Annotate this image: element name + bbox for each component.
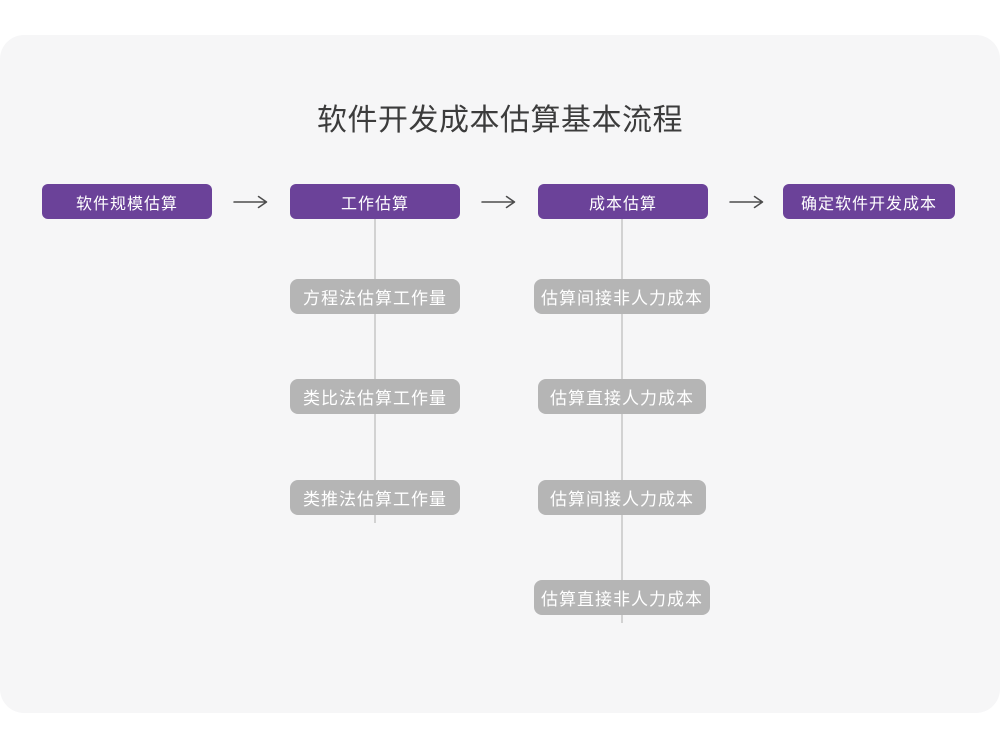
sub-node-indirect-labor-cost: 估算间接人力成本 xyxy=(538,480,706,515)
connector-work-column-line xyxy=(374,218,376,523)
flow-node-cost-estimation: 成本估算 xyxy=(538,184,708,219)
sub-node-analogy-method: 类比法估算工作量 xyxy=(290,379,460,414)
sub-node-direct-nonlabor-cost: 估算直接非人力成本 xyxy=(534,580,710,615)
diagram-card: 软件开发成本估算基本流程 软件规模估算 工作估算 成本估算 确定软件开发成本 方 xyxy=(0,35,1000,713)
sub-node-equation-method: 方程法估算工作量 xyxy=(290,279,460,314)
flow-node-label: 工作估算 xyxy=(340,195,409,213)
sub-node-label: 估算间接非人力成本 xyxy=(541,289,703,308)
sub-node-label: 估算直接人力成本 xyxy=(550,389,694,408)
sub-node-indirect-nonlabor-cost: 估算间接非人力成本 xyxy=(534,279,710,314)
diagram-title: 软件开发成本估算基本流程 xyxy=(317,104,683,137)
arrow-right-icon xyxy=(481,195,516,209)
flow-node-software-scale-estimation: 软件规模估算 xyxy=(42,184,212,219)
sub-node-label: 估算间接人力成本 xyxy=(550,490,694,509)
arrow-right-icon xyxy=(233,195,268,209)
sub-node-label: 方程法估算工作量 xyxy=(303,289,447,308)
connector-cost-column-line xyxy=(621,218,623,623)
sub-node-inference-method: 类推法估算工作量 xyxy=(290,480,460,515)
flow-node-label: 确定软件开发成本 xyxy=(800,195,937,213)
arrow-right-icon xyxy=(729,195,764,209)
flow-node-label: 成本估算 xyxy=(588,195,657,213)
sub-node-label: 类比法估算工作量 xyxy=(303,389,447,408)
flow-node-work-estimation: 工作估算 xyxy=(290,184,460,219)
flow-node-determine-development-cost: 确定软件开发成本 xyxy=(783,184,955,219)
sub-node-label: 类推法估算工作量 xyxy=(303,490,447,509)
flow-node-label: 软件规模估算 xyxy=(75,195,178,213)
sub-node-label: 估算直接非人力成本 xyxy=(541,590,703,609)
sub-node-direct-labor-cost: 估算直接人力成本 xyxy=(538,379,706,414)
